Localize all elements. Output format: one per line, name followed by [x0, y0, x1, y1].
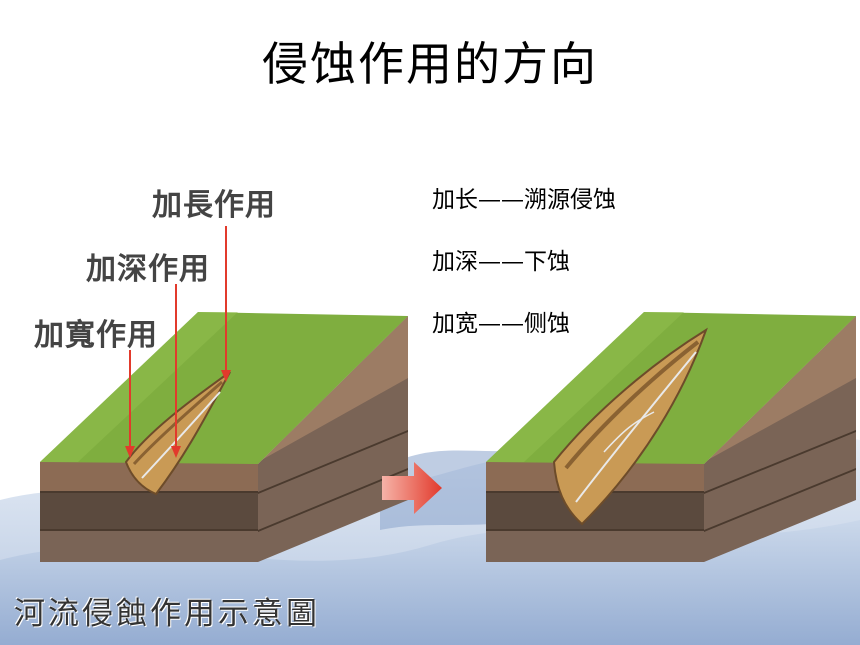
definition-term: 加宽	[432, 311, 478, 337]
slide-title: 侵蚀作用的方向	[262, 37, 598, 91]
definition-meaning: 下蚀	[524, 249, 570, 275]
label-widen: 加寬作用	[34, 318, 158, 353]
definition-meaning: 溯源侵蚀	[524, 187, 616, 213]
left-landform-block	[40, 312, 408, 562]
definition-dash: ——	[478, 311, 524, 337]
definitions-list: 加长——溯源侵蚀 加深——下蚀 加宽——侧蚀	[432, 182, 616, 368]
label-lengthen: 加長作用	[152, 188, 276, 223]
definition-row: 加长——溯源侵蚀	[432, 182, 616, 244]
definition-row: 加宽——侧蚀	[432, 306, 616, 368]
definition-meaning: 侧蚀	[524, 311, 570, 337]
label-deepen: 加深作用	[86, 252, 210, 287]
definition-term: 加长	[432, 187, 478, 213]
definition-dash: ——	[478, 249, 524, 275]
right-arrow-icon	[382, 462, 442, 514]
definition-dash: ——	[478, 187, 524, 213]
figure-caption: 河流侵蝕作用示意圖	[14, 596, 320, 632]
definition-term: 加深	[432, 249, 478, 275]
right-landform-block	[486, 312, 856, 562]
definition-row: 加深——下蚀	[432, 244, 616, 306]
